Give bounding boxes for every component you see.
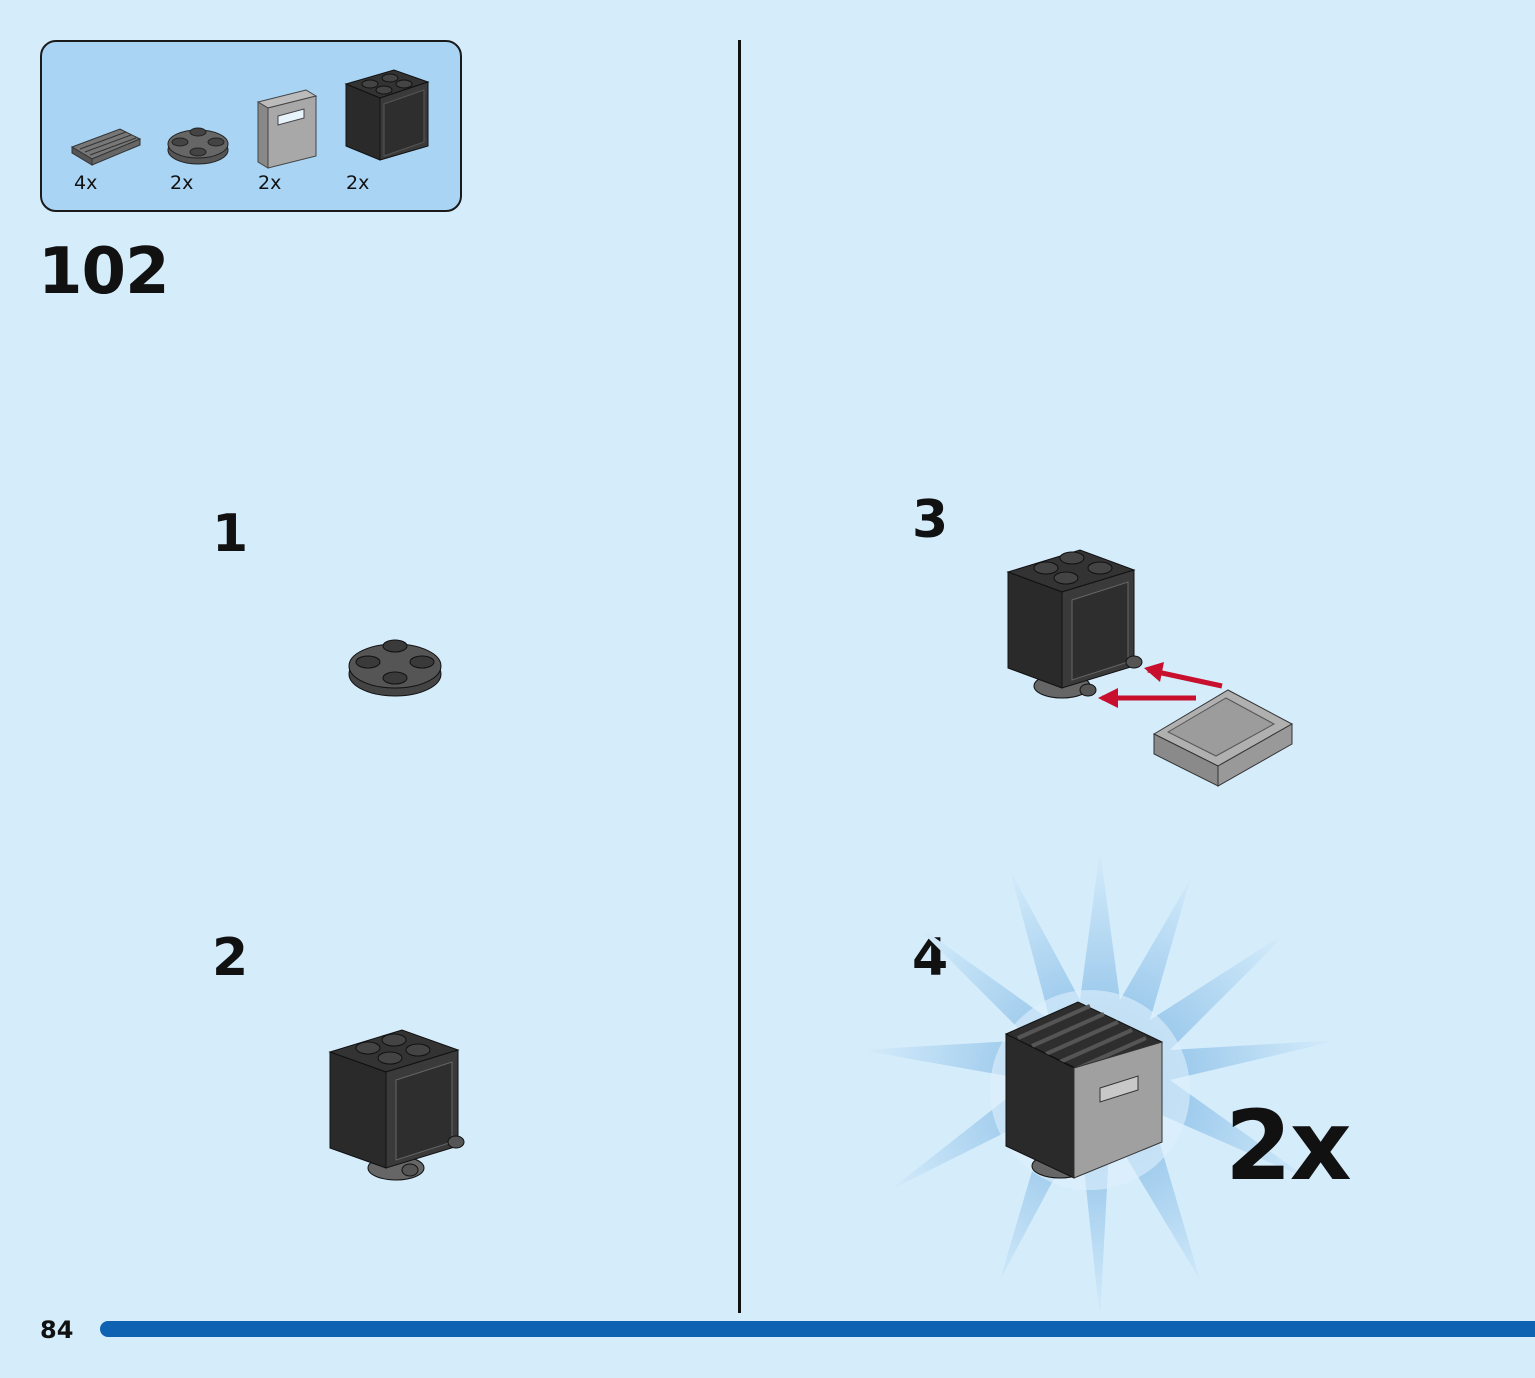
part-qty: 4x xyxy=(74,172,98,194)
substep-number: 2 xyxy=(212,928,249,988)
black-brick-icon xyxy=(344,69,430,161)
part-qty: 2x xyxy=(258,172,282,194)
round-plate-icon xyxy=(348,639,442,697)
brick-assembly-icon xyxy=(1006,549,1294,787)
substep-number: 1 xyxy=(212,504,249,564)
multiplier-label: 2x xyxy=(1225,1090,1352,1202)
substep-number: 4 xyxy=(912,928,949,988)
assembly-arrow xyxy=(1098,688,1196,708)
progress-bar xyxy=(100,1321,1535,1337)
assembly-arrow xyxy=(1144,662,1223,689)
substep-number: 3 xyxy=(912,490,949,550)
grille-tile-icon xyxy=(70,128,142,166)
part-qty: 2x xyxy=(346,172,370,194)
completed-brick-icon xyxy=(1004,1001,1164,1179)
gray-panel-icon xyxy=(256,89,318,169)
black-brick-icon xyxy=(328,1029,465,1181)
part-qty: 2x xyxy=(170,172,194,194)
page-number: 84 xyxy=(40,1316,74,1344)
round-plate-icon xyxy=(167,127,229,165)
main-step-number: 102 xyxy=(38,235,170,309)
page-divider xyxy=(738,40,741,1313)
